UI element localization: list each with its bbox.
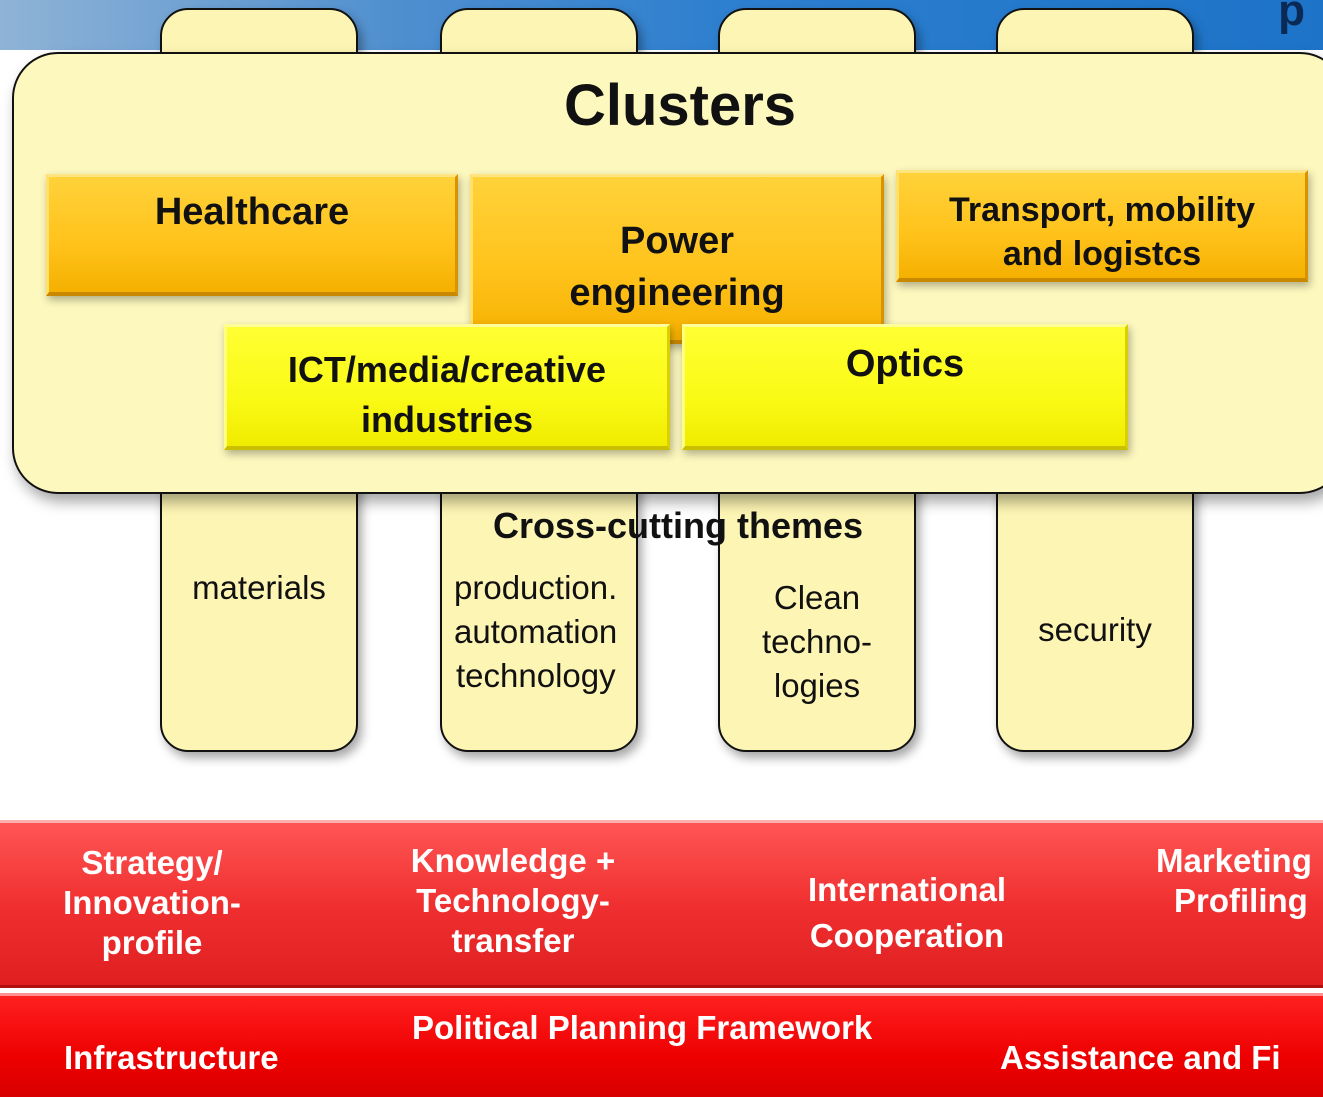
framework-assistance: Assistance and Fi [1000,1039,1281,1076]
cross-cutting-themes-title: Cross-cutting themes [492,505,864,546]
support-item-knowledge-transfer: Knowledge + Technology- transfer [396,841,630,961]
cluster-transport-mobility-logistics: Transport, mobility and logistcs [896,170,1308,282]
theme-label-line: production. [454,569,618,606]
cluster-label-line: industries [360,398,534,440]
cluster-label: Healthcare [154,191,350,233]
support-item-line: International [807,871,1007,908]
support-item-line: Innovation- [63,884,241,921]
cluster-power-engineering: Power engineering [470,174,884,344]
cluster-healthcare: Healthcare [46,174,458,296]
support-item-line: profile [101,924,203,961]
framework-band: Political Planning Framework Infrastruct… [0,993,1323,1097]
theme-label-line: materials [192,569,326,606]
cluster-label: Optics [845,343,965,385]
cluster-label-line: engineering [569,271,785,314]
theme-label-line: techno- [761,623,873,660]
support-item-line: Profiling [1174,882,1308,919]
framework-infrastructure: Infrastructure [64,1039,279,1076]
support-item-line: transfer [451,922,575,959]
support-item-line: Strategy/ [81,844,223,881]
theme-label-line: automation [454,613,618,650]
cluster-optics: Optics [682,324,1128,450]
header-corner-glyph: p [1278,0,1305,35]
clusters-title: Clusters [563,73,797,138]
theme-label-line: Clean [773,579,861,616]
support-item-line: Technology- [416,882,610,919]
support-item-strategy: Strategy/ Innovation- profile [50,843,254,963]
support-item-line: Knowledge + [410,842,616,879]
support-item-international-cooperation: International Cooperation [790,867,1024,959]
theme-label-line: security [1038,611,1152,648]
cluster-label-line: Transport, mobility [948,190,1256,229]
support-band: Strategy/ Innovation- profile Knowledge … [0,820,1323,988]
framework-title: Political Planning Framework [412,1009,873,1046]
support-item-marketing-profiling: Marketing Profiling [1156,841,1323,921]
cluster-label-line: and logistcs [1002,234,1202,273]
cluster-label-line: ICT/media/creative [287,348,607,390]
theme-label-line: logies [773,667,861,704]
support-item-line: Marketing [1156,842,1312,879]
cluster-label-line: Power [619,219,735,262]
cluster-ict-media-creative: ICT/media/creative industries [224,324,670,450]
theme-label-line: technology [456,657,616,694]
support-item-line: Cooperation [809,917,1005,954]
